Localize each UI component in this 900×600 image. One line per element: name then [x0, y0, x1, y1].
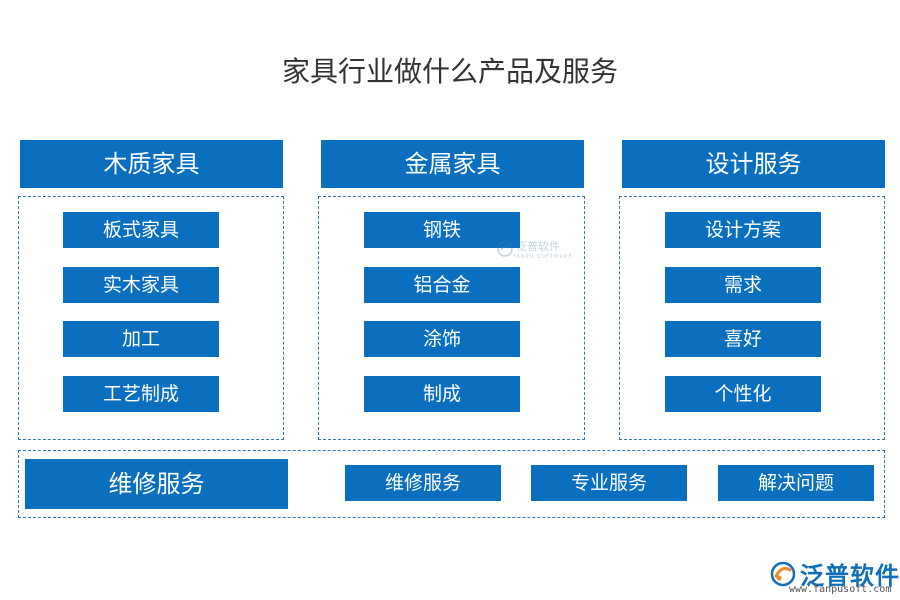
category-header-metal: 金属家具: [321, 140, 584, 188]
repair-item-1: 维修服务: [345, 465, 501, 501]
item-wood-2: 实木家具: [63, 267, 219, 303]
item-metal-3: 涂饰: [364, 321, 520, 357]
item-wood-3: 加工: [63, 321, 219, 357]
item-design-4: 个性化: [665, 376, 821, 412]
watermark-logo-icon: [497, 241, 513, 257]
brand-logo-icon: [770, 561, 796, 586]
repair-header: 维修服务: [25, 459, 288, 509]
category-box-wood: [18, 196, 284, 440]
category-box-design: [619, 196, 885, 440]
item-metal-1: 钢铁: [364, 212, 520, 248]
brand-logo-name: 泛普软件: [800, 562, 900, 590]
item-wood-1: 板式家具: [63, 212, 219, 248]
watermark: 泛普软件 FANPU SOFTWARE: [497, 238, 573, 260]
item-metal-4: 制成: [364, 376, 520, 412]
brand-url: www.fanpusoft.com: [789, 584, 892, 595]
watermark-sub: FANPU SOFTWARE: [513, 254, 573, 260]
watermark-name: 泛普软件: [516, 240, 560, 253]
category-header-wood: 木质家具: [20, 140, 283, 188]
item-wood-4: 工艺制成: [63, 376, 219, 412]
category-box-metal: [318, 196, 585, 440]
item-metal-2: 铝合金: [364, 267, 520, 303]
repair-item-2: 专业服务: [531, 465, 687, 501]
repair-box: [18, 450, 885, 518]
repair-item-3: 解决问题: [718, 465, 874, 501]
item-design-1: 设计方案: [665, 212, 821, 248]
brand-logo: 泛普软件: [770, 556, 900, 591]
category-header-design: 设计服务: [622, 140, 885, 188]
item-design-3: 喜好: [665, 321, 821, 357]
item-design-2: 需求: [665, 267, 821, 303]
page-title: 家具行业做什么产品及服务: [281, 55, 618, 88]
